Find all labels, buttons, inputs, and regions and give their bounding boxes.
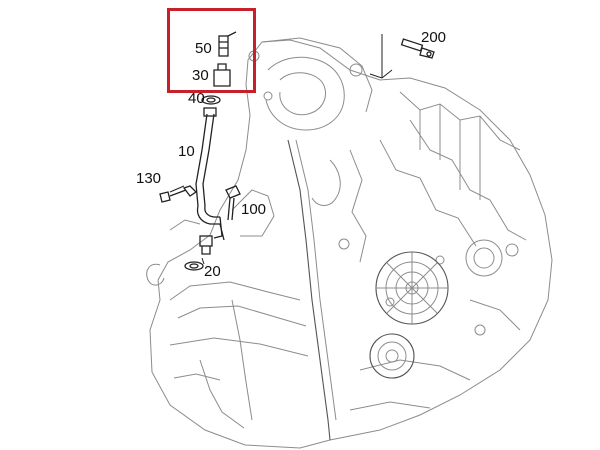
converter-flange [375, 251, 449, 325]
callout-40: 40 [188, 90, 205, 107]
callout-30: 30 [192, 67, 209, 84]
leader-200 [369, 34, 393, 79]
callout-200: 200 [421, 29, 446, 46]
washer-20 [184, 261, 204, 271]
callout-100: 100 [241, 201, 266, 218]
seal-40 [201, 95, 221, 105]
right-gear [465, 239, 503, 277]
highlight-box [167, 8, 256, 93]
callout-130: 130 [136, 170, 161, 187]
clip-30 [213, 63, 231, 87]
guide-tube-10 [195, 107, 225, 255]
bolt-130 [159, 185, 198, 203]
callout-50: 50 [195, 40, 212, 57]
bolt-100 [225, 185, 241, 221]
transmission-housing [146, 37, 553, 449]
bolt-200 [400, 38, 435, 59]
lower-gear [369, 333, 415, 379]
leader-130 [169, 185, 185, 193]
pin-50 [218, 31, 237, 57]
callout-20: 20 [204, 263, 221, 280]
callout-10: 10 [178, 143, 195, 160]
leader-20 [201, 257, 205, 265]
